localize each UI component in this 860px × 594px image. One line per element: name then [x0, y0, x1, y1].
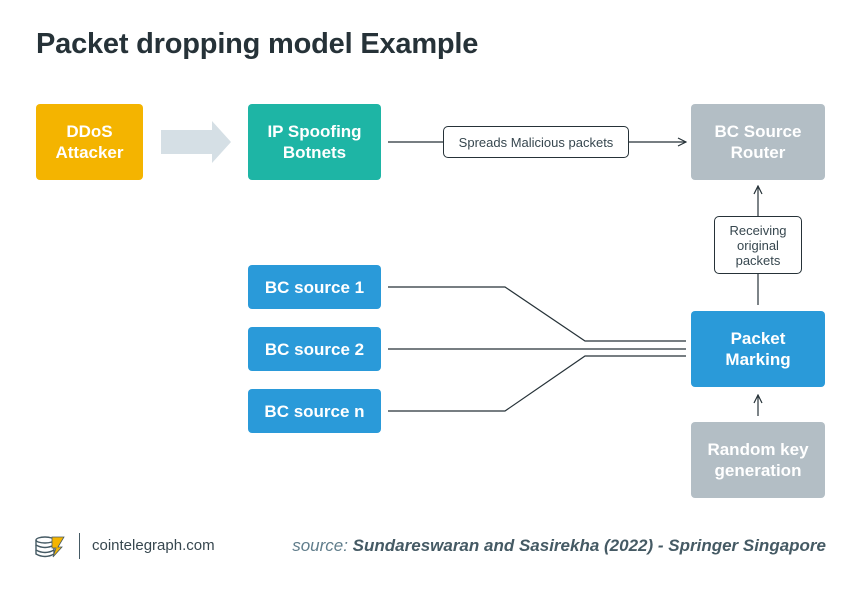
cointelegraph-logo-icon: [35, 536, 65, 558]
block-arrow: [161, 121, 231, 163]
page-title: Packet dropping model Example: [36, 28, 479, 60]
edge-label-receiving: Receiving original packets: [714, 216, 802, 274]
node-ip-spoofing-botnets: IP Spoofing Botnets: [248, 104, 381, 180]
node-bc-source-router: BC Source Router: [691, 104, 825, 180]
node-bc-source-router-label: BC Source Router: [714, 122, 802, 162]
node-bc-source-2: BC source 2: [248, 327, 381, 371]
node-bc-source-n: BC source n: [248, 389, 381, 433]
node-packet-marking: Packet Marking: [691, 311, 825, 387]
footer-source-reference: Sundareswaran and Sasirekha (2022) - Spr…: [352, 536, 826, 555]
edge-label-receiving-text: Receiving original packets: [729, 222, 787, 268]
footer-source: source: Sundareswaran and Sasirekha (202…: [292, 536, 826, 556]
node-random-key-label: Random key generation: [707, 440, 809, 480]
node-ip-spoofing-label: IP Spoofing Botnets: [267, 122, 362, 162]
node-random-key-generation: Random key generation: [691, 422, 825, 498]
node-ddos-attacker-label: DDoS Attacker: [55, 122, 124, 162]
node-bc-source-1-label: BC source 1: [264, 277, 365, 297]
node-bc-source-1: BC source 1: [248, 265, 381, 309]
edge-source1-to-marking: [388, 286, 686, 342]
node-ddos-attacker: DDoS Attacker: [36, 104, 143, 180]
footer-site-link[interactable]: cointelegraph.com: [92, 537, 215, 554]
footer-divider: [79, 533, 80, 559]
footer-source-label: source:: [292, 536, 348, 555]
edge-label-spreads: Spreads Malicious packets: [443, 126, 629, 158]
node-bc-source-n-label: BC source n: [264, 401, 365, 421]
edge-sourcen-to-marking: [388, 355, 686, 412]
edge-label-spreads-text: Spreads Malicious packets: [458, 134, 614, 150]
node-bc-source-2-label: BC source 2: [264, 339, 365, 359]
node-packet-marking-label: Packet Marking: [725, 329, 791, 369]
